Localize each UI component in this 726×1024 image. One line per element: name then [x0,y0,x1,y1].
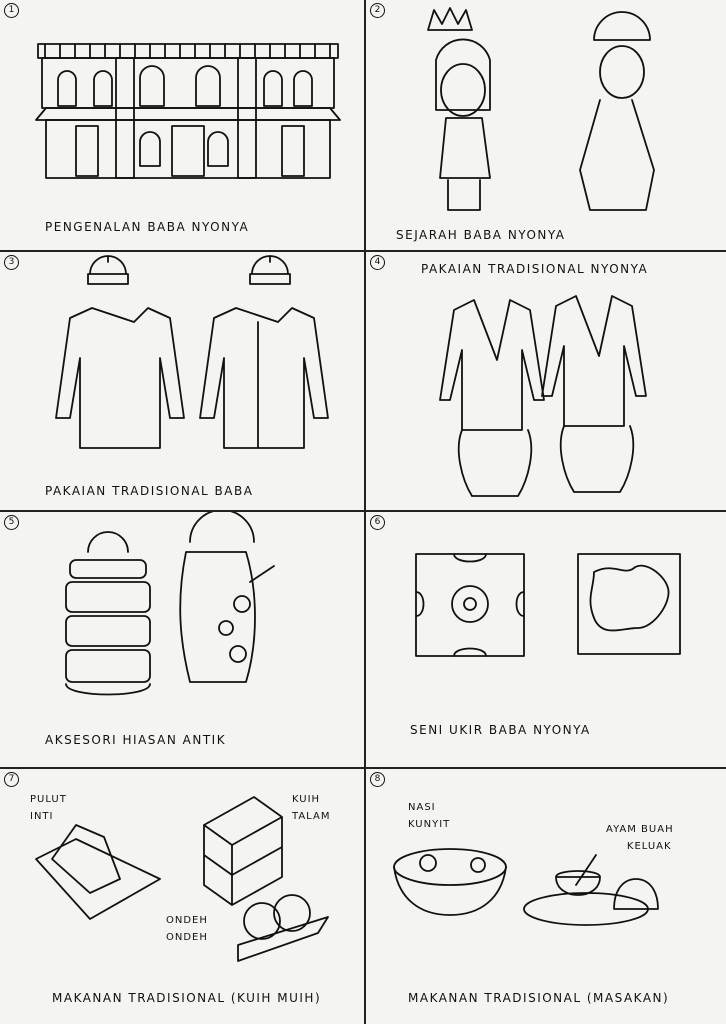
food-label-nasi-kunyit: NASI KUNYIT [408,802,451,830]
panel-caption: PENGENALAN BABA NYONYA [45,220,250,234]
grid-divider [0,510,726,512]
panel-number: 3 [4,255,19,270]
grid-divider [0,767,726,769]
antique-accessories-drawing [65,512,275,696]
shophouse-drawing [35,43,341,179]
panel-number: 6 [370,515,385,530]
kuih-muih-drawing [35,796,329,962]
storyboard-panel-2: 2 SEJARAH BABA NYONYA [366,0,726,250]
nyonya-kebaya-drawing [439,295,647,497]
masakan-drawing [393,848,659,926]
baba-attire-drawing [55,255,329,449]
panel-caption: PAKAIAN TRADISIONAL NYONYA [421,262,649,276]
storyboard-panel-8: 8 NASI KUNYIT AYAM BUAH KELUAK MAKANAN T… [366,769,726,1024]
panel-number: 2 [370,3,385,18]
panel-caption: PAKAIAN TRADISIONAL BABA [45,484,254,498]
carving-art-drawing [415,553,681,657]
storyboard-panel-1: 1 PENGENALAN BABA NYONYA [0,0,364,250]
food-label-ayam-buah-keluak: AYAM BUAH KELUAK [606,824,674,852]
food-label-pulut-inti: PULUT INTI [30,794,67,822]
storyboard-panel-7: 7 PULUT INTI KUIH TALAM ONDEH ONDEH MAKA… [0,769,364,1024]
food-label-ondeh-ondeh: ONDEH ONDEH [166,915,208,943]
food-label-kuih-talam: KUIH TALAM [292,794,331,822]
panel-caption: MAKANAN TRADISIONAL (KUIH MUIH) [52,991,322,1005]
storyboard-panel-4: 4 PAKAIAN TRADISIONAL NYONYA [366,252,726,510]
panel-number: 4 [370,255,385,270]
panel-caption: AKSESORI HIASAN ANTIK [45,733,227,747]
panel-number: 1 [4,3,19,18]
storyboard-panel-6: 6 SENI UKIR BABA NYONYA [366,512,726,767]
panel-number: 7 [4,772,19,787]
panel-caption: SEJARAH BABA NYONYA [396,228,566,242]
panel-caption: MAKANAN TRADISIONAL (MASAKAN) [408,991,670,1005]
storyboard-panel-3: 3 PAKAIAN TRADISIONAL BABA [0,252,364,510]
panel-number: 5 [4,515,19,530]
panel-number: 8 [370,772,385,787]
grid-divider [0,250,726,252]
panel-caption: SENI UKIR BABA NYONYA [410,723,591,737]
grid-divider-vertical [364,0,366,1024]
storyboard-panel-5: 5 AKSESORI HIASAN ANTIK [0,512,364,767]
baba-nyonya-dolls-drawing [427,7,655,211]
